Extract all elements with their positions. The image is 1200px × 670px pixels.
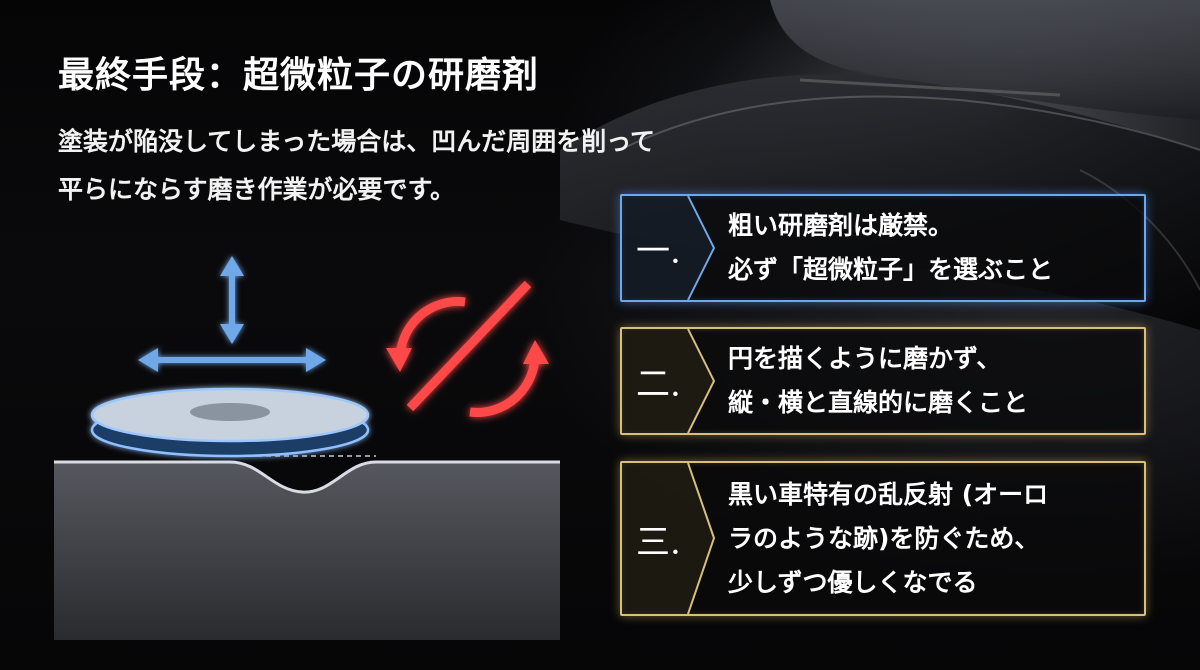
step-text-line: ラのような跡)を防ぐため、 (728, 523, 1040, 553)
no-circular-motion-icon (386, 280, 549, 417)
polishing-pad-icon (90, 387, 370, 458)
dented-panel (54, 455, 560, 640)
step-text-line: 必ず「超微粒子」を選ぶこと (728, 255, 1054, 284)
step-text-line: 粗い研磨剤は厳禁。 (728, 211, 954, 240)
subtitle-line-1: 塗装が陥没してしまった場合は、凹んだ周囲を削って (58, 127, 656, 156)
step-number: 三. (636, 522, 681, 562)
page-title: 最終手段：超微粒子の研磨剤 (58, 55, 540, 96)
chevron-right-icon (622, 329, 716, 433)
horizontal-arrow-icon (138, 348, 326, 372)
step-text: 黒い車特有の乱反射 (オーロ ラのような跡)を防ぐため、 少しずつ優しくなでる (728, 473, 1048, 605)
step-text-line: 少しずつ優しくなでる (728, 567, 978, 597)
step-text: 円を描くように磨かず、 縦・横と直線的に磨くこと (728, 337, 1028, 425)
step-number: 二. (636, 364, 681, 405)
step-card-1: 一. 粗い研磨剤は厳禁。 必ず「超微粒子」を選ぶこと (620, 194, 1146, 302)
polishing-illustration (54, 256, 560, 640)
step-number: 一. (636, 231, 681, 272)
step-text-line: 縦・横と直線的に磨くこと (728, 388, 1029, 417)
step-text: 粗い研磨剤は厳禁。 必ず「超微粒子」を選ぶこと (728, 204, 1053, 292)
subtitle-line-2: 平らにならす磨き作業が必要です。 (58, 175, 456, 204)
page-subtitle: 塗装が陥没してしまった場合は、凹んだ周囲を削って 平らにならす磨き作業が必要です… (58, 118, 655, 214)
chevron-right-icon (622, 463, 716, 614)
step-card-3: 三. 黒い車特有の乱反射 (オーロ ラのような跡)を防ぐため、 少しずつ優しくな… (620, 461, 1146, 616)
step-card-2: 二. 円を描くように磨かず、 縦・横と直線的に磨くこと (620, 327, 1146, 435)
chevron-right-icon (622, 196, 716, 300)
step-text-line: 円を描くように磨かず、 (728, 344, 1002, 373)
vertical-arrow-icon (220, 256, 244, 344)
step-text-line: 黒い車特有の乱反射 (オーロ (728, 479, 1049, 509)
